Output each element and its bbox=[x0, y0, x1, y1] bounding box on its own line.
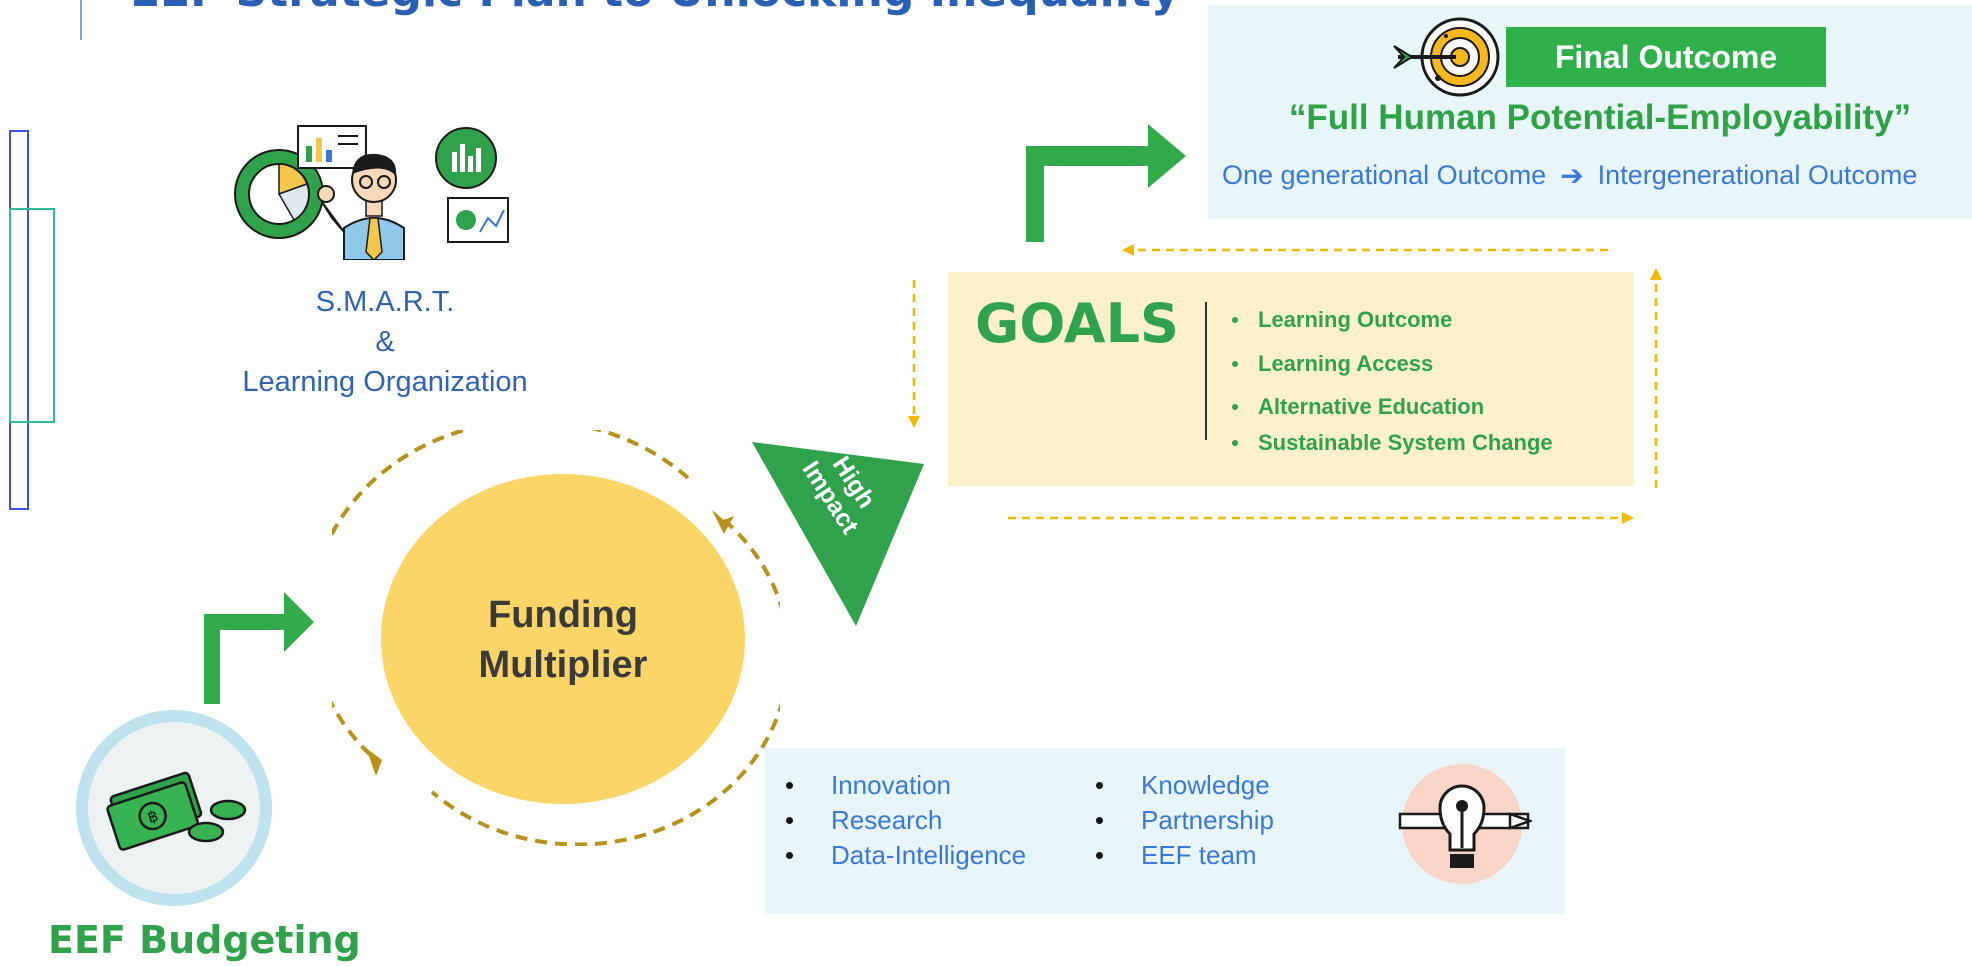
funding-line-1: Funding bbox=[488, 594, 638, 636]
target-arrow-icon bbox=[1393, 17, 1500, 97]
goal-item: Learning Outcome bbox=[1232, 298, 1553, 342]
enabler-item: Innovation bbox=[786, 768, 1026, 803]
enabler-item: Knowledge bbox=[1096, 768, 1274, 803]
goal-item: Learning Access bbox=[1232, 342, 1553, 386]
enabler-label: Innovation bbox=[831, 770, 951, 800]
bullet-icon bbox=[1096, 852, 1103, 859]
enabler-label: Research bbox=[831, 805, 943, 835]
enabler-label: EEF team bbox=[1141, 840, 1257, 870]
enabler-label: Knowledge bbox=[1141, 770, 1270, 800]
enabler-item: Data-Intelligence bbox=[786, 838, 1026, 873]
smart-line-2: & bbox=[375, 326, 395, 358]
money-icon: ฿ bbox=[76, 710, 272, 906]
budget-label: EEF Budgeting bbox=[48, 918, 361, 962]
bullet-icon bbox=[786, 782, 793, 789]
goals-divider bbox=[1205, 302, 1207, 440]
right-arrow-icon: ➔ bbox=[1560, 160, 1584, 191]
goal-item-label: Alternative Education bbox=[1258, 394, 1485, 419]
final-outcome-badge: Final Outcome bbox=[1506, 27, 1826, 87]
smart-label: S.M.A.R.T. & Learning Organization bbox=[220, 282, 550, 402]
goals-title: GOALS bbox=[975, 292, 1179, 355]
goals-list: Learning Outcome Learning Access Alterna… bbox=[1232, 298, 1553, 458]
funding-cycle-arrows bbox=[332, 430, 780, 846]
goal-item-label: Learning Outcome bbox=[1258, 307, 1453, 332]
goal-item-label: Sustainable System Change bbox=[1258, 430, 1553, 455]
bullet-icon bbox=[786, 817, 793, 824]
title-accent-line bbox=[80, 0, 82, 40]
enabler-label: Data-Intelligence bbox=[831, 840, 1027, 870]
enabler-item: EEF team bbox=[1096, 838, 1274, 873]
enabler-label: Partnership bbox=[1141, 805, 1274, 835]
enabler-item: Research bbox=[786, 803, 1026, 838]
smart-line-1: S.M.A.R.T. bbox=[315, 286, 455, 318]
funding-multiplier-label: Funding Multiplier bbox=[381, 590, 745, 690]
final-outcome-quote: “Full Human Potential-Employability” bbox=[1288, 98, 1912, 137]
high-impact-triangle bbox=[752, 442, 924, 626]
bullet-icon bbox=[786, 852, 793, 859]
smart-line-3: Learning Organization bbox=[242, 366, 528, 398]
outcome-to: Intergenerational Outcome bbox=[1597, 160, 1918, 190]
goal-item: Alternative Education bbox=[1232, 386, 1553, 428]
outcome-progression: One generational Outcome ➔ Intergenerati… bbox=[1222, 159, 1917, 192]
goal-item: Sustainable System Change bbox=[1232, 428, 1553, 458]
lightbulb-pencil-icon bbox=[1398, 764, 1532, 884]
green-elbow-arrow-top bbox=[1026, 124, 1186, 242]
bullet-icon bbox=[1232, 404, 1238, 410]
decor-frame-teal bbox=[9, 208, 55, 423]
funding-multiplier-circle bbox=[381, 474, 745, 804]
outcome-from: One generational Outcome bbox=[1222, 160, 1547, 190]
goals-cycle-arrows bbox=[908, 244, 1662, 524]
businessman-charts-icon bbox=[234, 125, 509, 260]
bullet-icon bbox=[1232, 317, 1238, 323]
bullet-icon bbox=[1096, 817, 1103, 824]
enabler-item: Partnership bbox=[1096, 803, 1274, 838]
bullet-icon bbox=[1232, 361, 1238, 367]
goal-item-label: Learning Access bbox=[1258, 351, 1434, 376]
enablers-list-1: Innovation Research Data-Intelligence bbox=[786, 768, 1026, 873]
page-title: EEF Strategic Plan to Unlocking Inequali… bbox=[130, 0, 1180, 17]
funding-line-2: Multiplier bbox=[478, 644, 648, 686]
goals-panel bbox=[948, 272, 1634, 486]
bullet-icon bbox=[1096, 782, 1103, 789]
bullet-icon bbox=[1232, 440, 1238, 446]
enablers-list-2: Knowledge Partnership EEF team bbox=[1096, 768, 1274, 873]
green-elbow-arrow-bottom bbox=[204, 592, 314, 704]
